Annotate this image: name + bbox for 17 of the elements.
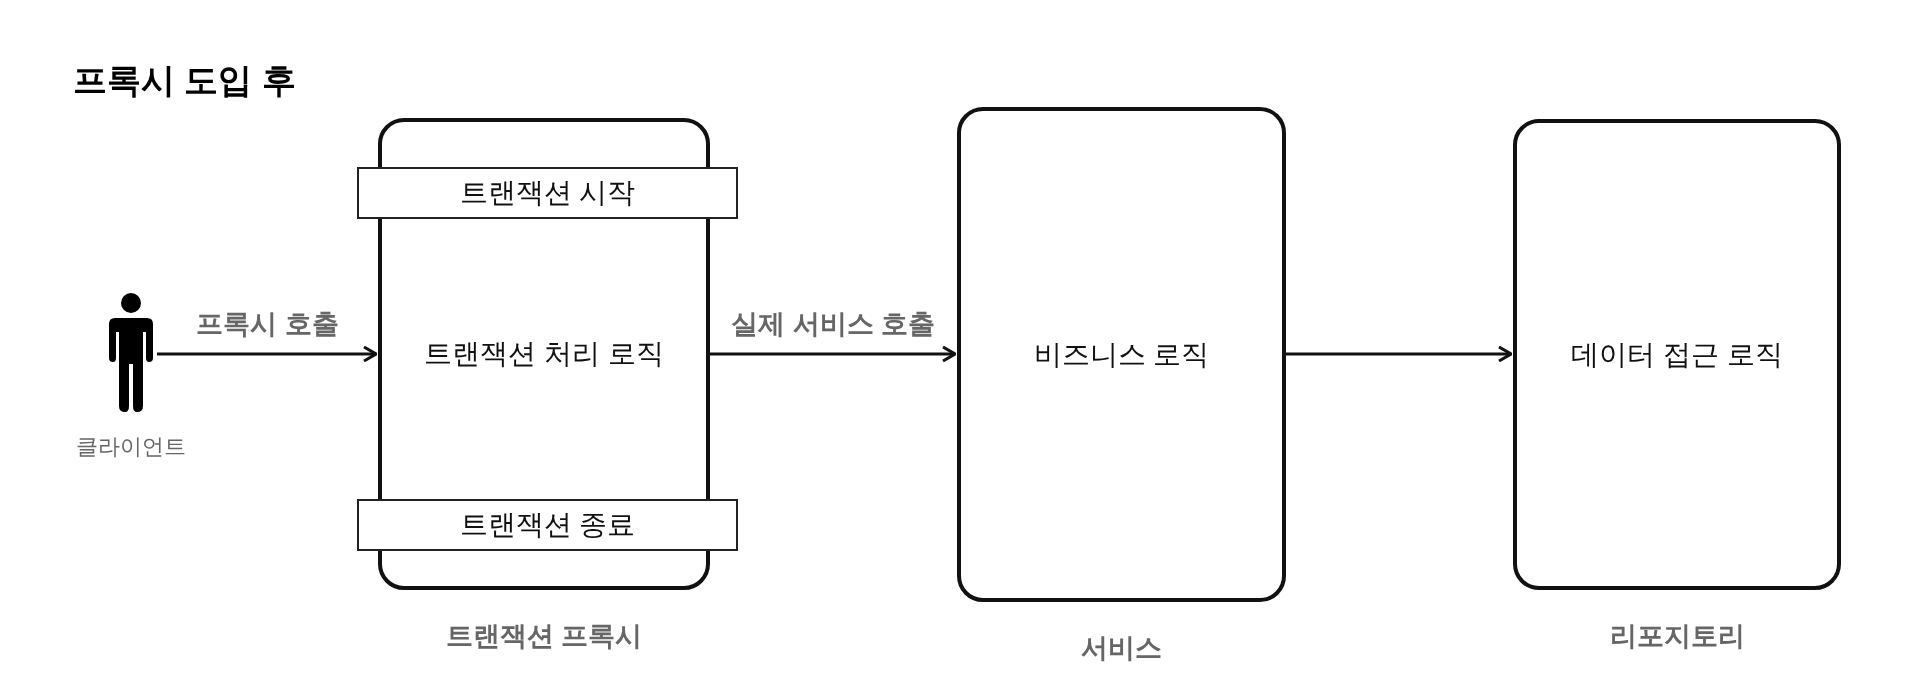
arrow (710, 345, 957, 363)
step-box (357, 499, 738, 551)
arrow (1286, 345, 1513, 363)
component-caption: 트랜잭션 프록시 (445, 620, 643, 653)
box-text: 비즈니스 로직 (1033, 337, 1210, 372)
box-text: 데이터 접근 로직 (1571, 337, 1783, 372)
box-text: 트랜잭션 처리 로직 (424, 337, 664, 371)
box-text: 트랜잭션 종료 (459, 508, 636, 542)
step-box (357, 167, 738, 219)
arrow (157, 345, 378, 363)
component-caption: 서비스 (1081, 632, 1162, 665)
component-box (957, 107, 1286, 602)
component-box (1513, 119, 1841, 590)
component-caption: 리포지토리 (1609, 620, 1745, 653)
box-text: 트랜잭션 시작 (459, 176, 636, 210)
person-label: 클라이언트 (76, 433, 186, 461)
title: 프록시 도입 후 (73, 60, 296, 101)
